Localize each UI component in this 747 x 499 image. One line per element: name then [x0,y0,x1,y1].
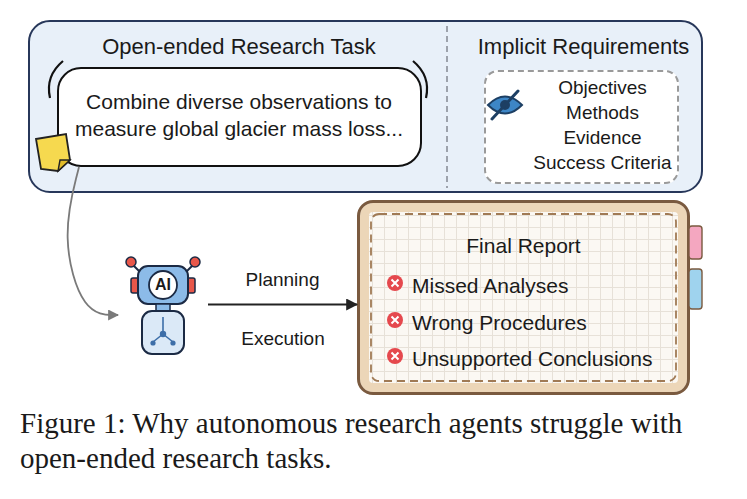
robot-face-text: AI [143,275,183,295]
robot-circuit-dot [170,340,175,345]
sticky-note-body [36,134,70,171]
bubble-mark [413,61,427,98]
panel-heading: Implicit Requirements [462,34,705,60]
requirements-list: Objectives Methods Evidence Success Crit… [530,75,675,175]
robot-circuit [153,317,173,342]
requirements-box: Objectives Methods Evidence Success Crit… [484,70,679,184]
final-report: Final ReportMissed AnalysesWrong Procedu… [357,200,690,395]
error-icons [387,275,403,364]
report-item: Missed Analyses [412,274,682,298]
flow-arrow [208,304,357,306]
error-cross [392,280,399,287]
error-cross [392,353,399,360]
robot-neck [156,304,170,311]
error-icon [387,348,403,364]
report-tab [689,269,702,309]
eye-slash-icon [488,91,522,119]
error-icon [387,275,403,291]
robot-antenna-ball [126,257,136,267]
sticky-note-fold [58,160,70,171]
eye-shape [488,97,522,114]
report-heading: Final Report [360,234,687,258]
edge-label: Planning [223,269,343,291]
report-item: Unsupported Conclusions [412,347,682,371]
eye-slash [492,91,518,119]
bubble-mark [49,61,63,98]
divider-line [446,26,448,188]
robot-body [142,311,184,354]
robot-drawing [118,252,208,357]
flow-curve [68,167,118,315]
error-icon [387,312,403,328]
eye-pupil [500,100,510,110]
robot-agent: AI [118,252,208,357]
connector-group [68,167,357,315]
panel-heading: Open-ended Research Task [30,34,448,60]
report-inner-border [371,214,676,381]
outer-panel: Open-ended Research Task Implicit Require… [28,20,703,193]
robot-antenna-ball [190,257,200,267]
robot-head [138,266,188,304]
robot-circuit-dot [150,340,155,345]
task-bubble: Combine diverse observations to measure … [57,67,422,167]
sticky-note [36,134,70,171]
task-text: Combine diverse observations to measure … [64,88,414,142]
figure-caption: Figure 1: Why autonomous research agents… [20,406,732,476]
report-tab [689,226,702,259]
edge-note: Execution [228,328,338,350]
robot-circuit-dot [160,331,166,337]
report-item: Wrong Procedures [412,311,682,335]
error-cross [392,317,399,324]
